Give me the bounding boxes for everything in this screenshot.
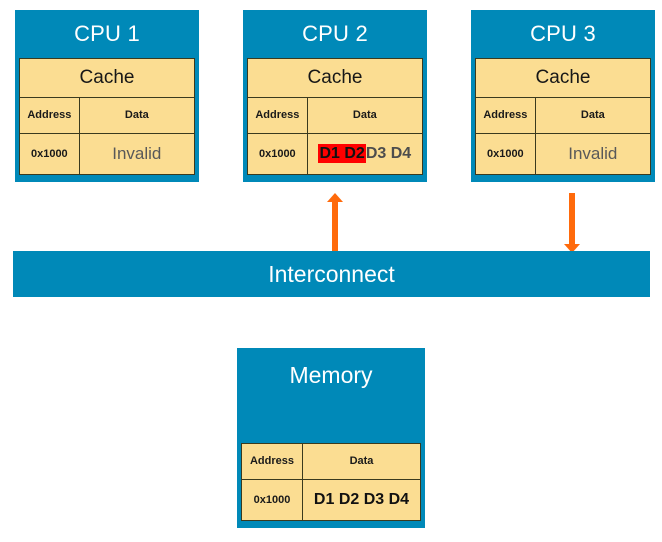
cpu-3-title: CPU 3 [530, 21, 596, 46]
cpu-2-title: CPU 2 [302, 21, 368, 46]
table-header-row: Address Data [248, 98, 422, 134]
cpu-1-data: Invalid [79, 133, 194, 175]
table-row: 0x1000 D1 D2 D3 D4 [242, 479, 420, 521]
header-data: Data [79, 98, 194, 134]
table-header-row: Address Data [20, 98, 194, 134]
connector-cpu3-interconnect [561, 193, 583, 253]
cpu-3-cache-table: Address Data 0x1000 Invalid [476, 98, 650, 175]
memory-block: Memory Address Data 0x1000 D1 D2 D3 D4 [237, 348, 425, 528]
header-address: Address [248, 98, 308, 134]
cpu-3-address: 0x1000 [476, 133, 536, 175]
cpu-2-address: 0x1000 [248, 133, 308, 175]
memory-footer [237, 520, 425, 528]
cpu-block-1: CPU 1 Cache Address Data 0x1000 Invalid [15, 10, 199, 182]
table-header-row: Address Data [242, 444, 420, 480]
interconnect-bar: Interconnect [13, 251, 650, 297]
memory-title: Memory [289, 362, 373, 388]
cpu-2-footer [243, 174, 427, 182]
table-row: 0x1000 Invalid [20, 133, 194, 175]
connector-line [569, 193, 575, 246]
memory-data: D1 D2 D3 D4 [302, 479, 420, 521]
cpu-block-3: CPU 3 Cache Address Data 0x1000 Invalid [471, 10, 655, 182]
cpu-3-footer [471, 174, 655, 182]
memory-table-wrap: Address Data 0x1000 D1 D2 D3 D4 [241, 443, 421, 521]
cpu-3-data: Invalid [535, 133, 650, 175]
cpu-1-address: 0x1000 [20, 133, 80, 175]
cpu-2-cache: Cache Address Data 0x1000 D1 D2D3 D4 [247, 58, 423, 175]
cpu-1-cache-label: Cache [20, 59, 194, 98]
cpu-1-footer [15, 174, 199, 182]
header-data: Data [535, 98, 650, 134]
connector-cpu2-interconnect [324, 193, 346, 253]
cpu-2-data: D1 D2D3 D4 [307, 133, 422, 175]
cpu-2-cache-table: Address Data 0x1000 D1 D2D3 D4 [248, 98, 422, 175]
header-data: Data [307, 98, 422, 134]
arrow-down-icon [564, 244, 580, 253]
cpu-2-data-rest: D3 D4 [365, 144, 412, 162]
memory-table: Address Data 0x1000 D1 D2 D3 D4 [242, 444, 420, 521]
cpu-block-2: CPU 2 Cache Address Data 0x1000 D1 D2D3 … [243, 10, 427, 182]
header-address: Address [242, 444, 304, 480]
arrow-up-icon [327, 193, 343, 202]
cpu-1-cache-table: Address Data 0x1000 Invalid [20, 98, 194, 175]
connector-line [332, 200, 338, 253]
cpu-2-cache-label: Cache [248, 59, 422, 98]
table-row: 0x1000 Invalid [476, 133, 650, 175]
header-address: Address [476, 98, 536, 134]
memory-address: 0x1000 [242, 479, 304, 521]
table-header-row: Address Data [476, 98, 650, 134]
interconnect-label: Interconnect [268, 260, 395, 287]
table-row: 0x1000 D1 D2D3 D4 [248, 133, 422, 175]
cpu-3-cache: Cache Address Data 0x1000 Invalid [475, 58, 651, 175]
cpu-2-data-highlighted: D1 D2 [318, 143, 366, 163]
header-address: Address [20, 98, 80, 134]
cpu-1-cache: Cache Address Data 0x1000 Invalid [19, 58, 195, 175]
header-data: Data [302, 444, 420, 480]
cpu-3-cache-label: Cache [476, 59, 650, 98]
cpu-1-title: CPU 1 [74, 21, 140, 46]
